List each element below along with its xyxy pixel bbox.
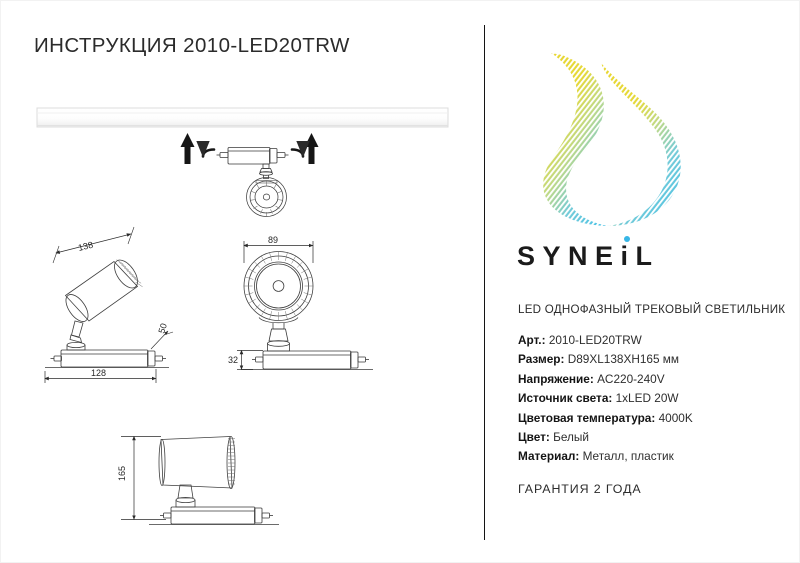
adapter-base-side <box>149 506 279 525</box>
warranty-text: ГАРАНТИЯ 2 ГОДА <box>518 482 642 496</box>
product-subtitle: LED ОДНОФАЗНЫЙ ТРЕКОВЫЙ СВЕТИЛЬНИК <box>518 303 786 316</box>
spec-value: D89XL138XH165 мм <box>567 352 680 367</box>
wordmark-i-glyph: i <box>620 241 636 271</box>
vertical-divider <box>484 25 485 540</box>
accent-dot-icon <box>623 236 630 242</box>
wordmark-part-two: L <box>635 241 660 271</box>
dim-label-89: 89 <box>268 235 278 245</box>
drawing-side-view: 165 <box>117 435 279 525</box>
dim-label-32: 32 <box>228 355 238 365</box>
dim-32 <box>237 349 263 370</box>
dim-138 <box>52 226 135 264</box>
spec-row-color: Цвет: Белый <box>518 428 793 447</box>
rotation-arrows <box>196 140 310 158</box>
spec-value: 4000K <box>658 410 693 425</box>
dim-label-138: 138 <box>77 240 94 253</box>
spec-value: AC220-240V <box>597 371 665 386</box>
lamp-body-angled <box>64 259 143 344</box>
specifications-list: Арт.: 2010-LED20TRW Размер: D89XL138XH16… <box>518 331 793 467</box>
dim-165 <box>121 435 166 520</box>
spec-value: Металл, пластик <box>582 449 674 464</box>
dim-label-128: 128 <box>91 368 106 378</box>
installation-diagram <box>36 107 449 217</box>
spec-label: Источник света: <box>518 391 613 406</box>
wordmark-part-one: SYNE <box>517 241 621 271</box>
dim-50 <box>150 330 174 350</box>
track-adapter-top <box>216 147 289 179</box>
spec-row-color-temperature: Цветовая температура: 4000K <box>518 409 793 428</box>
syneil-logo-mark <box>505 49 695 229</box>
spec-label: Цветовая температура: <box>518 410 656 425</box>
spec-label: Арт.: <box>518 333 546 347</box>
adapter-base-angled <box>45 341 169 368</box>
track-rail <box>36 107 449 128</box>
drawing-angled-side-view: 138 <box>44 226 174 383</box>
technical-drawings-panel: 138 <box>1 1 484 562</box>
spec-value: Белый <box>553 430 589 445</box>
adapter-base-front <box>241 328 373 370</box>
lamp-body-side <box>158 436 236 508</box>
spec-row-material: Материал: Металл, пластик <box>518 447 793 466</box>
lamp-head-front <box>243 251 314 330</box>
spec-row-size: Размер: D89XL138XH165 мм <box>518 350 793 369</box>
spec-label: Цвет: <box>518 430 550 445</box>
spec-row-voltage: Напряжение: AC220-240V <box>518 370 793 389</box>
lamp-head-top <box>246 177 287 217</box>
spec-value: 1xLED 20W <box>615 391 679 406</box>
dim-89 <box>243 241 314 263</box>
spec-label: Материал: <box>518 449 580 464</box>
wordmark-letter-i: i <box>620 236 636 273</box>
spec-label: Напряжение: <box>518 371 594 386</box>
insertion-arrows <box>180 133 319 164</box>
drawing-front-view: 89 <box>228 235 373 370</box>
spec-value: 2010-LED20TRW <box>548 333 642 347</box>
dim-label-165: 165 <box>117 466 127 481</box>
spec-row-article: Арт.: 2010-LED20TRW <box>518 331 793 350</box>
spec-label: Размер: <box>518 352 565 367</box>
dim-128 <box>44 369 157 383</box>
page-title: ИНСТРУКЦИЯ 2010-LED20TRW <box>34 34 350 57</box>
spec-row-light-source: Источник света: 1xLED 20W <box>518 389 793 408</box>
dim-label-50: 50 <box>156 322 169 335</box>
